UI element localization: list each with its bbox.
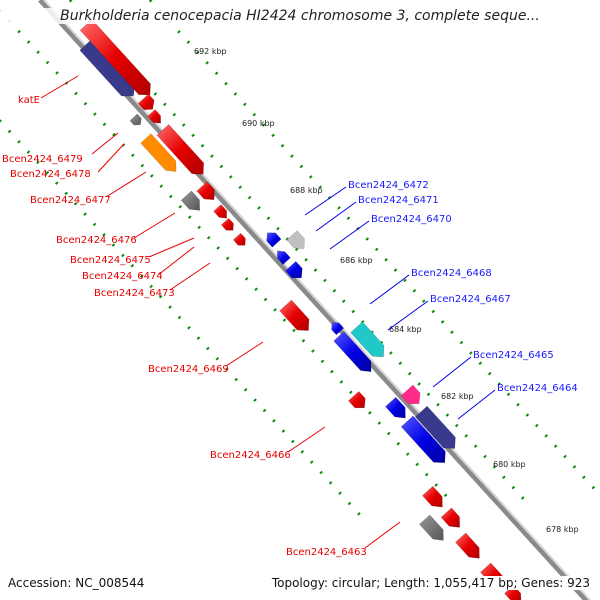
gene-label[interactable]: Bcen2424_6473 bbox=[94, 288, 175, 299]
kbp-ticks: 692 kbp 690 kbp 688 kbp 686 kbp 684 kbp 682 k… bbox=[194, 47, 579, 534]
gene-arrow[interactable] bbox=[232, 232, 246, 246]
gene-label[interactable]: Bcen2424_6476 bbox=[56, 235, 137, 246]
gene-arrow[interactable] bbox=[220, 217, 234, 231]
gene-arrow[interactable] bbox=[180, 190, 200, 211]
gene-arrow[interactable] bbox=[350, 321, 385, 358]
label-leader-line bbox=[105, 171, 147, 198]
gene-arrow[interactable] bbox=[266, 232, 282, 248]
gene-arrow[interactable] bbox=[440, 507, 460, 528]
gene-label[interactable]: Bcen2424_6469 bbox=[148, 364, 229, 375]
genome-backbone bbox=[38, 0, 592, 600]
gene-arrow[interactable] bbox=[400, 384, 421, 404]
accession-text: Accession: NC_008544 bbox=[8, 576, 145, 590]
gene-arrow[interactable] bbox=[455, 532, 480, 559]
gene-arrow[interactable] bbox=[129, 113, 142, 126]
label-leader-line bbox=[148, 237, 195, 258]
gene-label[interactable]: Bcen2424_6465 bbox=[473, 350, 554, 361]
label-leader-line bbox=[157, 246, 195, 276]
topology-text: Topology: circular; Length: 1,055,417 bp… bbox=[271, 576, 590, 590]
gene-arrow[interactable] bbox=[279, 299, 310, 331]
label-leader-line bbox=[97, 143, 125, 173]
label-leader-line bbox=[432, 356, 472, 388]
map-title: Burkholderia cenocepacia HI2424 chromoso… bbox=[0, 8, 600, 24]
label-leader-line bbox=[315, 201, 357, 232]
label-leader-line bbox=[225, 341, 264, 367]
kbp-tick-label: 684 kbp bbox=[389, 325, 422, 334]
label-leader-line bbox=[364, 521, 401, 549]
kbp-tick-label: 678 kbp bbox=[546, 525, 579, 534]
gene-label[interactable]: Bcen2424_6477 bbox=[30, 195, 111, 206]
gene-arrow[interactable] bbox=[137, 93, 155, 110]
gene-arrow[interactable] bbox=[286, 230, 305, 249]
gene-arrow[interactable] bbox=[147, 109, 161, 124]
gene-label[interactable]: katE bbox=[18, 95, 40, 106]
gene-label[interactable]: Bcen2424_6470 bbox=[371, 214, 452, 225]
label-leader-line bbox=[369, 274, 410, 305]
gene-label[interactable]: Bcen2424_6468 bbox=[411, 268, 492, 279]
gene-label[interactable]: Bcen2424_6464 bbox=[497, 383, 578, 394]
gene-arrow[interactable] bbox=[331, 322, 345, 336]
gene-arrow[interactable] bbox=[422, 485, 443, 508]
gc-dotted-line-0 bbox=[0, 8, 452, 502]
label-leader-line bbox=[133, 212, 176, 239]
kbp-tick-label: 692 kbp bbox=[194, 47, 227, 56]
gene-label[interactable]: Bcen2424_6474 bbox=[82, 271, 163, 282]
gene-arrow[interactable] bbox=[213, 204, 227, 219]
gene-arrow[interactable] bbox=[140, 133, 177, 172]
kbp-tick-label: 690 kbp bbox=[242, 119, 275, 128]
gene-arrow[interactable] bbox=[277, 250, 291, 265]
label-leader-line bbox=[329, 220, 370, 250]
gene-features bbox=[79, 19, 522, 600]
label-leader-line bbox=[387, 300, 429, 331]
gene-label[interactable]: Bcen2424_6479 bbox=[2, 154, 83, 165]
gene-arrow[interactable] bbox=[333, 331, 372, 373]
gene-label[interactable]: Bcen2424_6471 bbox=[358, 195, 439, 206]
gene-label[interactable]: Bcen2424_6466 bbox=[210, 450, 291, 461]
kbp-tick-label: 680 kbp bbox=[493, 460, 526, 469]
gene-arrow[interactable] bbox=[419, 514, 444, 541]
label-leader-line bbox=[287, 426, 326, 453]
gene-arrow[interactable] bbox=[156, 124, 204, 175]
gene-label[interactable]: Bcen2424_6463 bbox=[286, 547, 367, 558]
gene-arrow[interactable] bbox=[196, 181, 215, 200]
gene-labels: katE Bcen2424_6479Bcen2424_6478Bcen2424_6… bbox=[2, 75, 578, 558]
label-leader-line bbox=[169, 262, 211, 291]
gene-arrow[interactable] bbox=[348, 391, 366, 409]
kbp-tick-label: 682 kbp bbox=[441, 392, 474, 401]
kbp-tick-label: 686 kbp bbox=[340, 256, 373, 265]
backbone-highlight bbox=[43, 0, 592, 600]
gene-label[interactable]: Bcen2424_6472 bbox=[348, 180, 429, 191]
gene-arrow[interactable] bbox=[414, 405, 456, 449]
gene-arrow[interactable] bbox=[385, 396, 406, 419]
label-leader-line bbox=[40, 75, 79, 99]
gene-label[interactable]: Bcen2424_6478 bbox=[10, 169, 91, 180]
gene-arrow[interactable] bbox=[400, 415, 446, 463]
label-leader-line bbox=[457, 389, 496, 420]
gene-arrow[interactable] bbox=[285, 261, 303, 279]
gene-label[interactable]: Bcen2424_6475 bbox=[70, 255, 151, 266]
backbone-line bbox=[38, 0, 590, 600]
label-leader-line bbox=[91, 132, 119, 155]
gene-label[interactable]: Bcen2424_6467 bbox=[430, 294, 511, 305]
kbp-tick-label: 688 kbp bbox=[290, 186, 323, 195]
label-leader-line bbox=[304, 186, 347, 216]
